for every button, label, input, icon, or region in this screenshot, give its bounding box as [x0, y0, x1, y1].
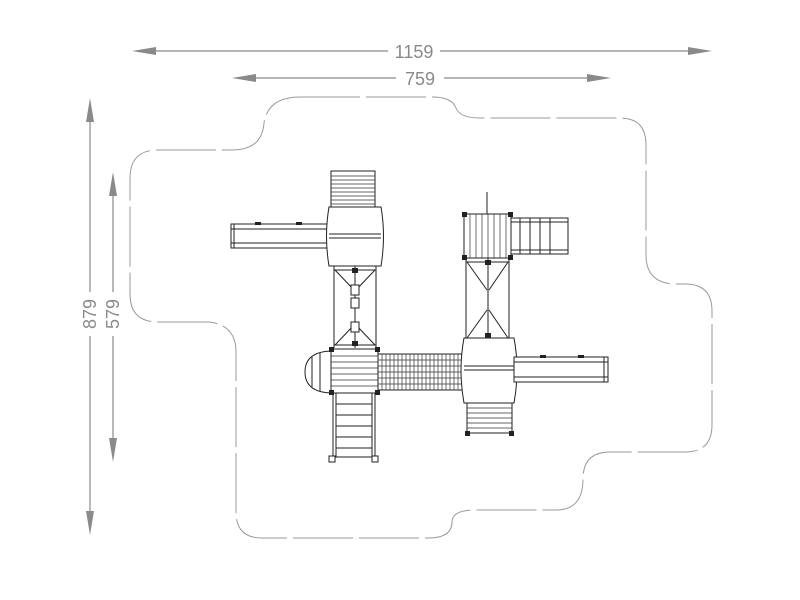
upper-right-deck — [463, 213, 512, 259]
lower-left-deck — [330, 348, 379, 394]
dimension-overall-width: 1159 — [132, 40, 712, 62]
lower-left-dome — [304, 350, 332, 394]
right-tower-frame — [465, 258, 510, 340]
inner-depth-label: 579 — [103, 299, 123, 329]
ladder — [335, 392, 373, 458]
left-tower-frame — [333, 266, 377, 348]
left-bridge — [230, 223, 330, 249]
dimension-inner-depth: 579 — [101, 172, 125, 462]
safety-zone-outline — [129, 96, 713, 539]
right-upper-tower — [462, 192, 569, 340]
right-lower-tower — [460, 337, 609, 436]
top-roof-deck — [330, 170, 376, 208]
crawl-tunnel — [377, 353, 465, 391]
left-lower-tower — [304, 347, 380, 463]
inner-width-label: 759 — [405, 69, 435, 89]
overall-depth-label: 879 — [80, 299, 100, 329]
overall-width-label: 1159 — [395, 42, 434, 62]
left-upper-tower — [230, 170, 384, 348]
roof-slats — [331, 175, 375, 205]
dimension-overall-depth: 879 — [78, 98, 102, 535]
long-slide — [513, 356, 609, 383]
tunnel-mesh — [378, 354, 464, 390]
upper-barrel-panel — [326, 206, 384, 267]
dimension-inner-width: 759 — [232, 67, 611, 89]
